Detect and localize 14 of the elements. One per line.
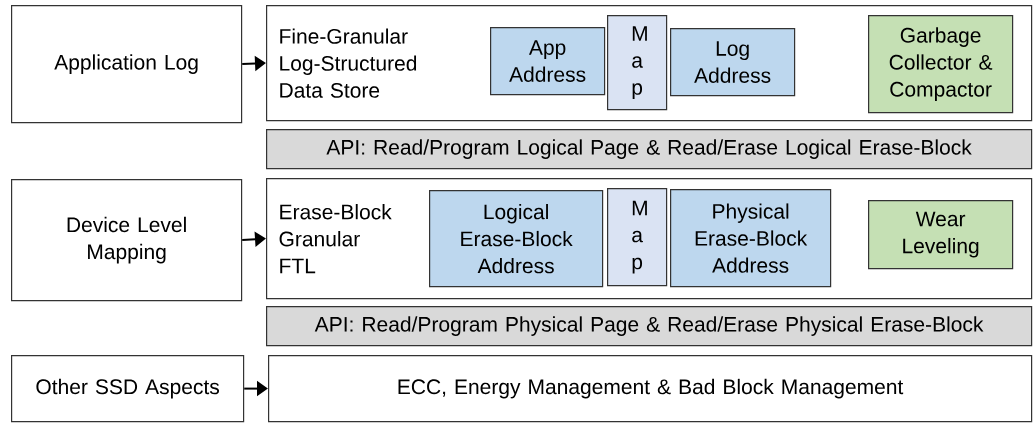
address-box: Physical Erase-Block Address xyxy=(670,189,832,288)
function-box: Garbage Collector & Compactor xyxy=(868,15,1014,114)
layer-box: Device Level Mapping xyxy=(11,179,243,302)
api-bar: API: Read/Program Logical Page & Read/Erase Logical Erase-Block xyxy=(266,129,1033,170)
address-box: App Address xyxy=(490,27,606,96)
map-box: M a p xyxy=(607,188,668,287)
layer-box: Application Log xyxy=(11,5,243,124)
function-box: Wear Leveling xyxy=(868,200,1014,270)
map-box: M a p xyxy=(607,15,668,111)
layer-box: Other SSD Aspects xyxy=(11,355,245,423)
api-bar: API: Read/Program Physical Page & Read/Erase Physical Erase-Block xyxy=(266,306,1033,347)
address-box: Logical Erase-Block Address xyxy=(429,190,604,288)
address-box: Log Address xyxy=(670,28,796,97)
layer-box: ECC, Energy Management & Bad Block Management xyxy=(268,355,1033,423)
